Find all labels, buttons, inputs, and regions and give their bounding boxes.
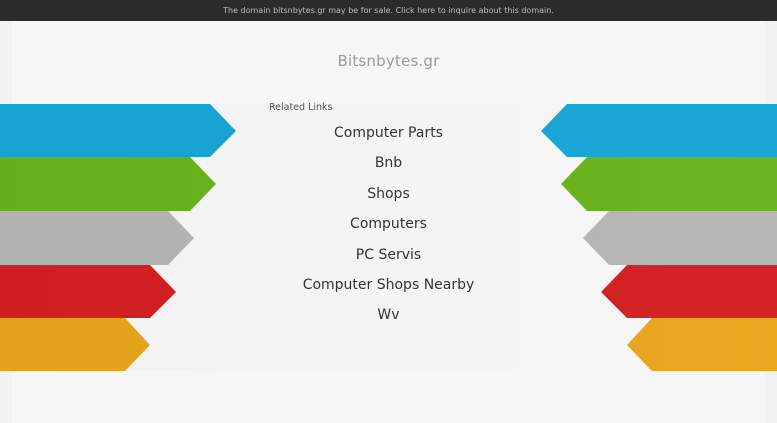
related-link-computer-parts[interactable]: Computer Parts bbox=[334, 125, 443, 141]
related-link-wv[interactable]: Wv bbox=[377, 307, 400, 324]
related-link-computer-shops-nearby[interactable]: Computer Shops Nearby bbox=[302, 276, 475, 293]
related-link-pc-servis[interactable]: PC Servis bbox=[355, 246, 422, 263]
related-links-label: Related Links bbox=[269, 102, 333, 113]
related-link-computers[interactable]: Computers bbox=[350, 216, 427, 233]
related-link-bnb[interactable]: Bnb bbox=[374, 155, 403, 172]
list-item: Computers bbox=[0, 208, 777, 238]
list-item: Wv bbox=[0, 299, 777, 329]
site-title: Bitsnbytes.gr bbox=[337, 52, 440, 70]
list-item: Shops bbox=[0, 178, 777, 208]
sale-banner-text[interactable]: The domain bitsnbytes.gr may be for sale… bbox=[223, 6, 554, 15]
related-links-list: Computer Parts Bnb Shops Computers PC Se… bbox=[0, 117, 777, 330]
list-item: Computer Parts bbox=[0, 117, 777, 147]
sale-banner[interactable]: The domain bitsnbytes.gr may be for sale… bbox=[0, 0, 777, 21]
list-item: PC Servis bbox=[0, 239, 777, 269]
list-item: Computer Shops Nearby bbox=[0, 269, 777, 299]
list-item: Bnb bbox=[0, 147, 777, 177]
related-link-shops[interactable]: Shops bbox=[367, 185, 410, 202]
